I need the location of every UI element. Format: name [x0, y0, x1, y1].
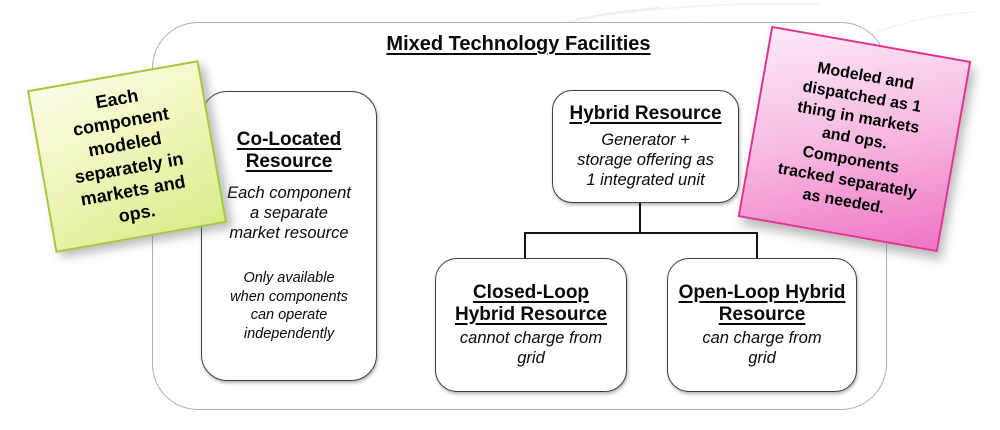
open-loop-hybrid-title: Open-Loop Hybrid Resource [678, 281, 846, 325]
open-loop-hybrid-box: Open-Loop Hybrid Resource can charge fro… [667, 258, 857, 392]
closed-loop-hybrid-description: cannot charge from grid [459, 328, 603, 368]
open-loop-hybrid-description: can charge from grid [702, 328, 822, 368]
hybrid-resource-description: Generator + storage offering as 1 integr… [577, 130, 714, 190]
sticky-note-pink: Modeled and dispatched as 1 thing in mar… [737, 25, 972, 253]
sticky-note-green-text: Each component modeled separately in mar… [71, 85, 187, 226]
closed-loop-hybrid-box: Closed-Loop Hybrid Resource cannot charg… [435, 258, 627, 392]
connector-stem [639, 203, 641, 234]
co-located-resource-availability-note: Only available when components can opera… [230, 270, 348, 342]
hybrid-resource-title: Hybrid Resource [569, 102, 722, 124]
connector-left-drop [524, 232, 526, 259]
page-title: Mixed Technology Facilities [386, 33, 651, 55]
connector-horizontal [524, 232, 758, 234]
co-located-resource-box: Co-Located Resource Each component a sep… [201, 91, 377, 381]
connector-right-drop [756, 232, 758, 259]
sticky-note-pink-text: Modeled and dispatched as 1 thing in mar… [776, 59, 923, 217]
closed-loop-hybrid-title: Closed-Loop Hybrid Resource [454, 281, 608, 325]
hybrid-resource-box: Hybrid Resource Generator + storage offe… [552, 90, 739, 203]
sticky-note-green: Each component modeled separately in mar… [26, 60, 228, 253]
co-located-resource-title: Co-Located Resource [236, 128, 342, 172]
co-located-resource-description: Each component a separate market resourc… [227, 183, 351, 242]
